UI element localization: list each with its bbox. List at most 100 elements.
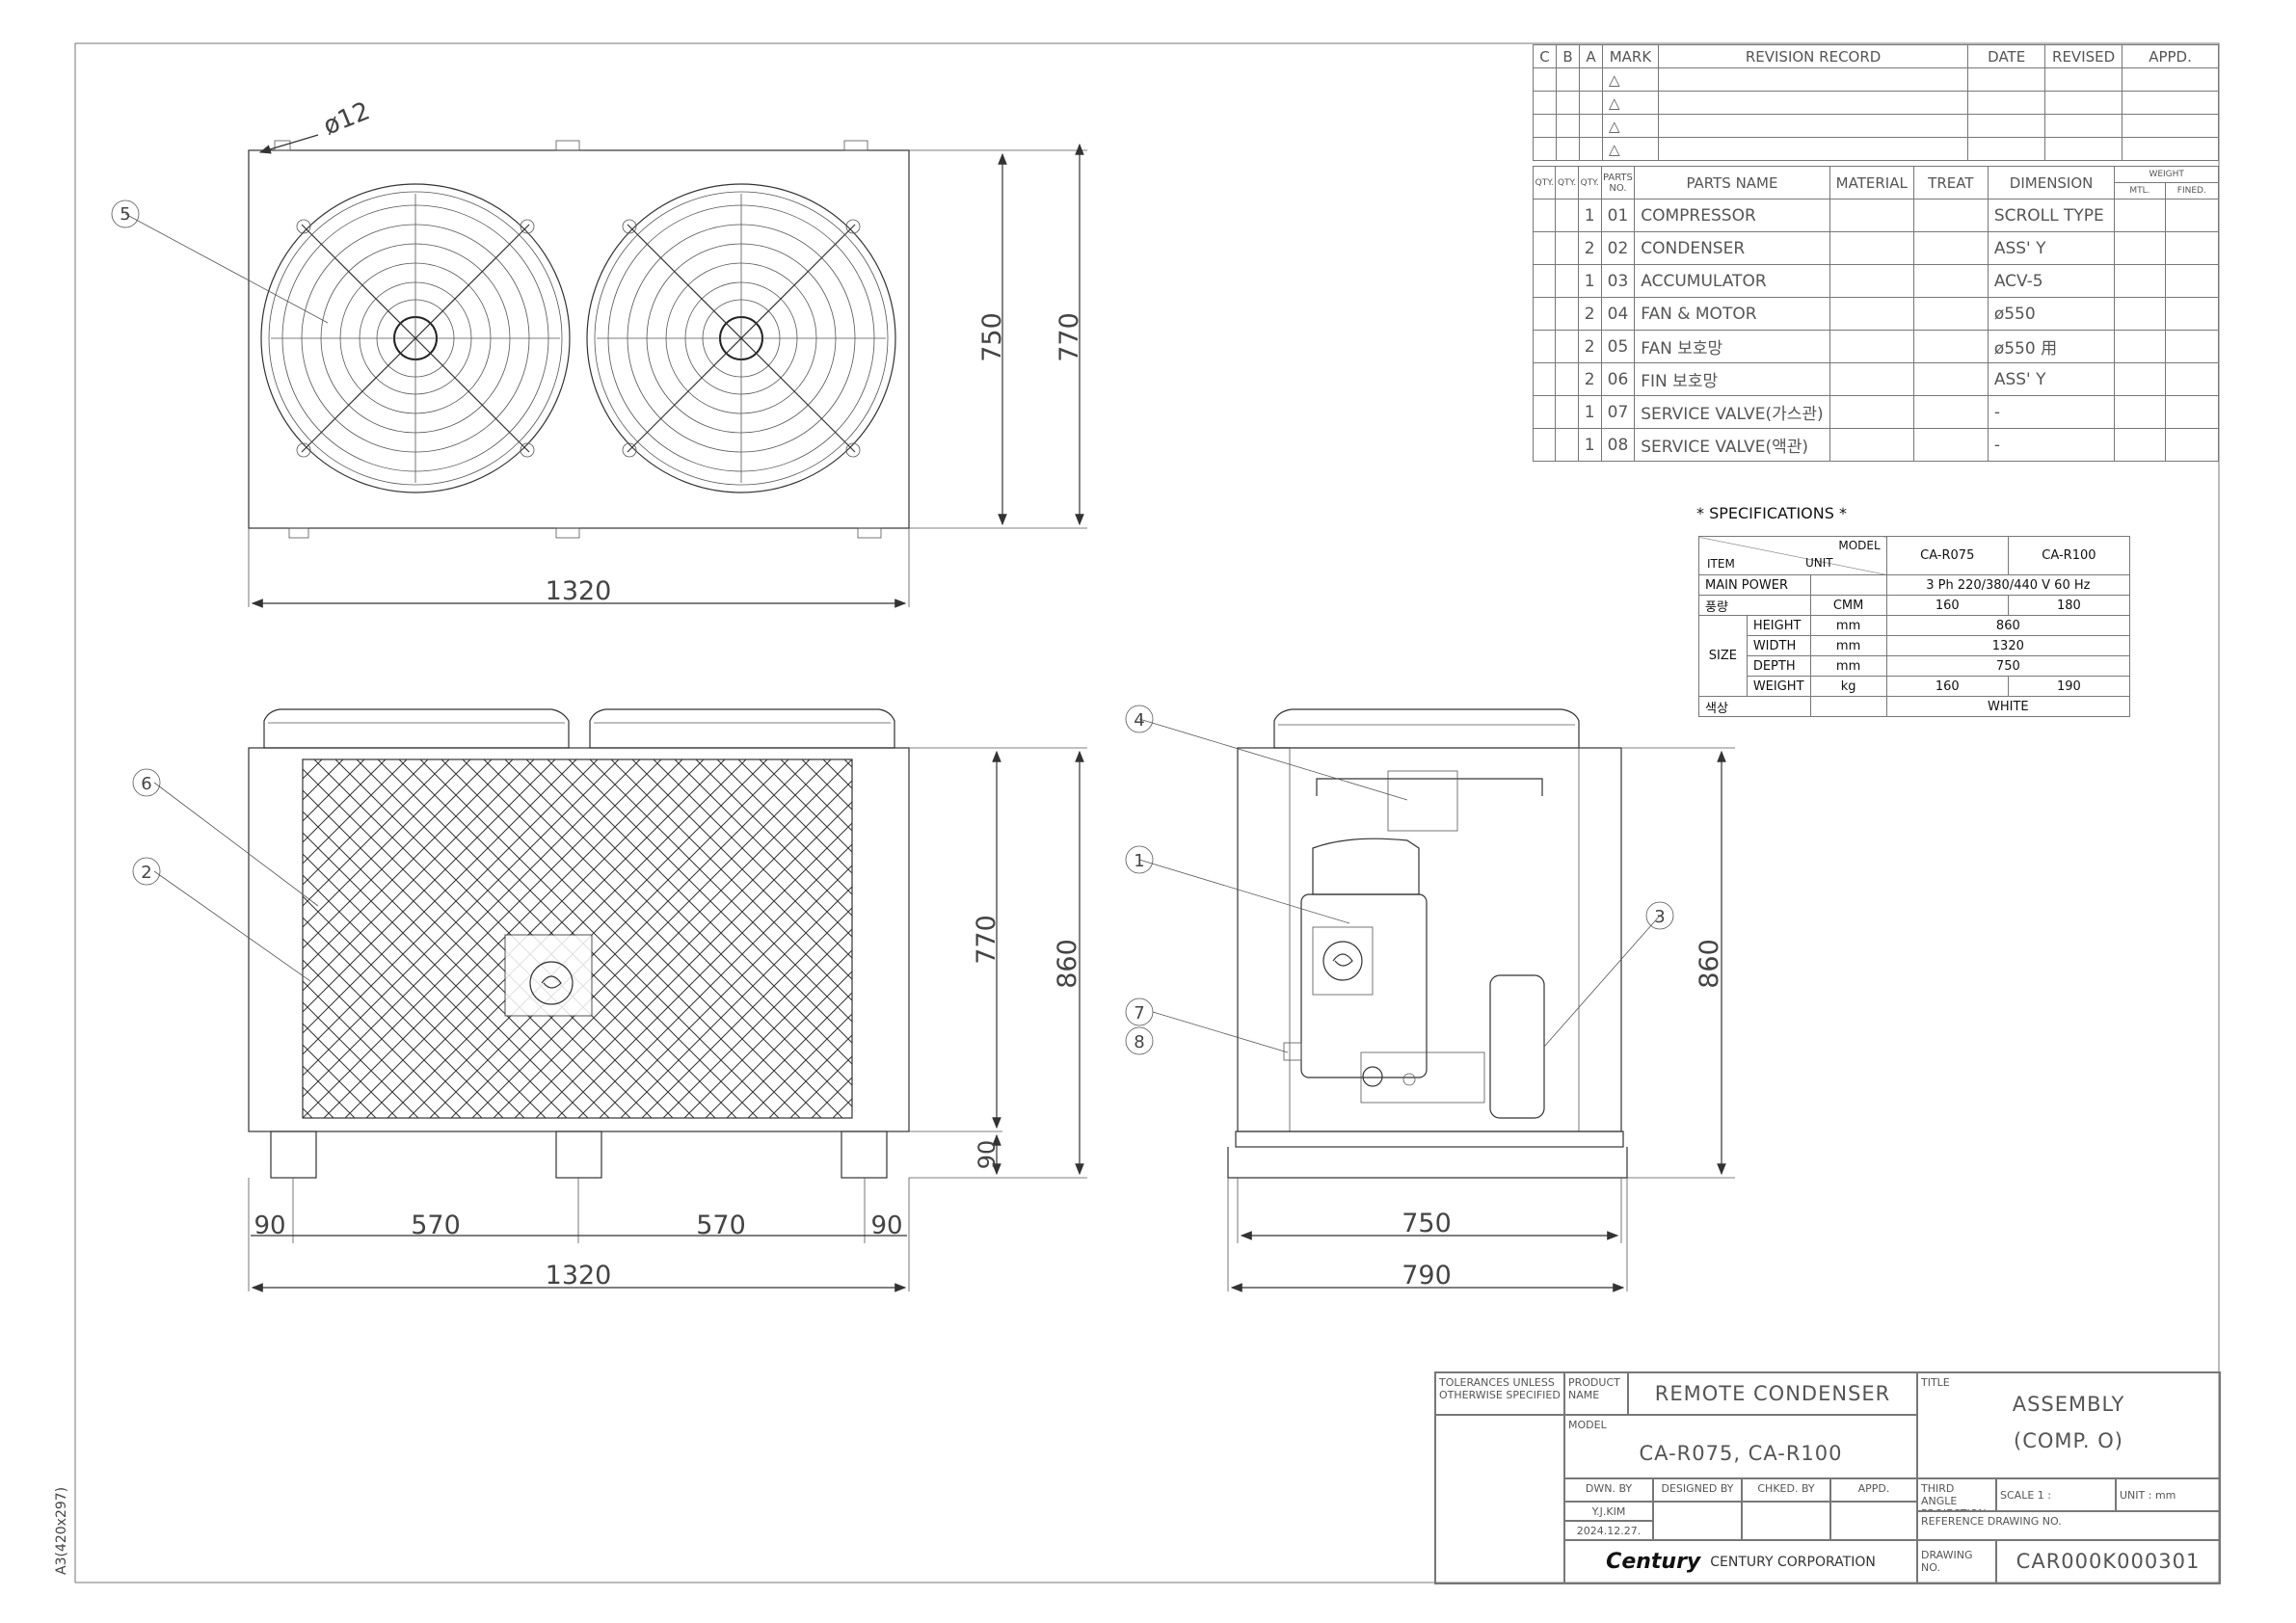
spec-model-1: CA-R075	[1885, 536, 2009, 575]
tb-projection: THIRD ANGLE PROJECTION	[1917, 1478, 1996, 1511]
spec-size-label: SIZE	[1698, 615, 1748, 697]
tb-dwn: DWN. BY	[1564, 1478, 1653, 1502]
front-view: 6 2 770 90 860 90 570 570 90 1320	[132, 708, 1087, 1292]
rev-h-revised: REVISED	[2044, 44, 2123, 68]
tb-appd: APPD.	[1830, 1478, 1917, 1502]
rev-mark-4: △	[1601, 137, 1659, 161]
tb-unit: UNIT : mm	[2116, 1478, 2220, 1511]
dim-770-front: 770	[972, 915, 1001, 965]
dim-570-left: 570	[411, 1211, 461, 1240]
sheet-size: A3(420x297)	[54, 1487, 69, 1575]
spec-table: MODEL UNIT ITEM CA-R075 CA-R100 MAIN POW…	[1698, 536, 2131, 717]
dim-790-side: 790	[1402, 1261, 1452, 1290]
tb-drawer: Y.J.KIM	[1564, 1502, 1653, 1521]
tb-drawing-no: CAR000K000301	[1996, 1540, 2220, 1583]
parts-h-name: PARTS NAME	[1634, 166, 1830, 200]
balloon-1-label: 1	[1134, 851, 1144, 871]
parts-h-no: PARTS NO.	[1600, 166, 1636, 200]
dim-750-side: 750	[1402, 1209, 1452, 1238]
parts-h-qty-c: QTY.	[1532, 166, 1557, 200]
spec-corner-item: ITEM	[1707, 557, 1735, 571]
tb-drawing-no-label: DRAWING NO.	[1917, 1540, 1996, 1583]
tb-product: REMOTE CONDENSER UNIT	[1628, 1372, 1917, 1415]
rev-mark-1: △	[1601, 67, 1659, 92]
balloon-3-label: 3	[1654, 907, 1665, 927]
dim-90-front: 90	[974, 1140, 1001, 1170]
balloon-7-label: 7	[1134, 1003, 1144, 1024]
revision-table: C B A MARK REVISION RECORD DATE REVISED …	[1533, 44, 2219, 161]
top-view: 5 ø12 750 770 1320	[111, 96, 1087, 608]
sheet-border	[74, 42, 2220, 1583]
rev-h-b: B	[1555, 44, 1580, 68]
tb-title-1: ASSEMBLY	[2012, 1393, 2125, 1416]
rev-mark-2: △	[1601, 91, 1659, 115]
title-block: TOLERANCES UNLESS OTHERWISE SPECIFIED PR…	[1434, 1371, 2221, 1584]
tb-model: CA-R075, CA-R100	[1639, 1442, 1843, 1465]
side-view: 4 1 3 7 8 860 750 790	[1125, 705, 1735, 1292]
rev-h-mark: MARK	[1601, 44, 1659, 68]
balloon-2	[132, 857, 161, 886]
balloon-6	[132, 768, 161, 797]
tb-product-label: PRODUCT NAME	[1564, 1372, 1628, 1415]
rev-h-record: REVISION RECORD	[1657, 44, 1969, 68]
balloon-6-label: 6	[141, 774, 151, 794]
hole-dim: ø12	[319, 96, 374, 141]
spec-model-2: CA-R100	[2007, 536, 2131, 575]
spec-airflow-unit: CMM	[1809, 595, 1887, 616]
dim-750-top: 750	[977, 312, 1007, 362]
parts-h-weight: WEIGHT	[2114, 166, 2219, 183]
rev-h-a: A	[1578, 44, 1603, 68]
spec-title: * SPECIFICATIONS *	[1696, 504, 1847, 522]
rev-h-appd: APPD.	[2122, 44, 2219, 68]
parts-h-mtl: MTL.	[2114, 182, 2166, 200]
balloon-7	[1125, 998, 1154, 1026]
balloon-5	[111, 200, 140, 228]
balloon-3	[1645, 901, 1674, 930]
parts-h-qty-a: QTY.	[1577, 166, 1602, 200]
tb-chkd: CHKED. BY	[1742, 1478, 1830, 1502]
parts-h-material: MATERIAL	[1829, 166, 1914, 200]
tb-date: 2024.12.27.	[1564, 1521, 1653, 1540]
rev-mark-3: △	[1601, 114, 1659, 138]
rev-h-c: C	[1533, 44, 1557, 68]
spec-airflow-label: 풍량	[1698, 595, 1811, 616]
dim-860-side: 860	[1695, 939, 1724, 989]
parts-h-qty-b: QTY.	[1555, 166, 1579, 200]
tb-reference: REFERENCE DRAWING NO.	[1917, 1511, 2220, 1540]
dim-1320-front: 1320	[546, 1261, 612, 1290]
balloon-4	[1125, 705, 1154, 733]
balloon-4-label: 4	[1134, 710, 1144, 731]
dim-770-top: 770	[1055, 312, 1084, 362]
spec-airflow-1: 160	[1885, 595, 2009, 616]
balloon-2-label: 2	[141, 863, 151, 883]
tb-tolerance: TOLERANCES UNLESS OTHERWISE SPECIFIED	[1435, 1372, 1564, 1415]
tb-model-label: MODEL	[1564, 1415, 1917, 1478]
parts-table: QTY. QTY. QTY. PARTS NO. PARTS NAME MATE…	[1532, 166, 2220, 462]
tb-company: CENTURY CORPORATION	[1710, 1554, 1876, 1570]
dim-570-right: 570	[696, 1211, 746, 1240]
tb-designed: DESIGNED BY	[1653, 1478, 1742, 1502]
balloon-8-label: 8	[1134, 1032, 1144, 1052]
tb-title-label: TITLE	[1917, 1372, 2220, 1478]
spec-main-power-value: 3 Ph 220/380/440 V 60 Hz	[1885, 574, 2131, 596]
leader-5	[124, 213, 329, 324]
rev-h-date: DATE	[1967, 44, 2046, 68]
spec-corner-model: MODEL	[1838, 539, 1881, 552]
tb-scale: SCALE 1 :	[1996, 1478, 2116, 1511]
spec-color-value: WHITE	[1885, 696, 2131, 717]
dim-1320-top: 1320	[546, 576, 612, 606]
balloon-1	[1125, 845, 1154, 874]
balloon-5-label: 5	[120, 204, 130, 225]
spec-main-power-label: MAIN POWER	[1698, 574, 1811, 596]
balloon-8	[1125, 1026, 1154, 1055]
century-logo: Century	[1606, 1550, 1701, 1574]
